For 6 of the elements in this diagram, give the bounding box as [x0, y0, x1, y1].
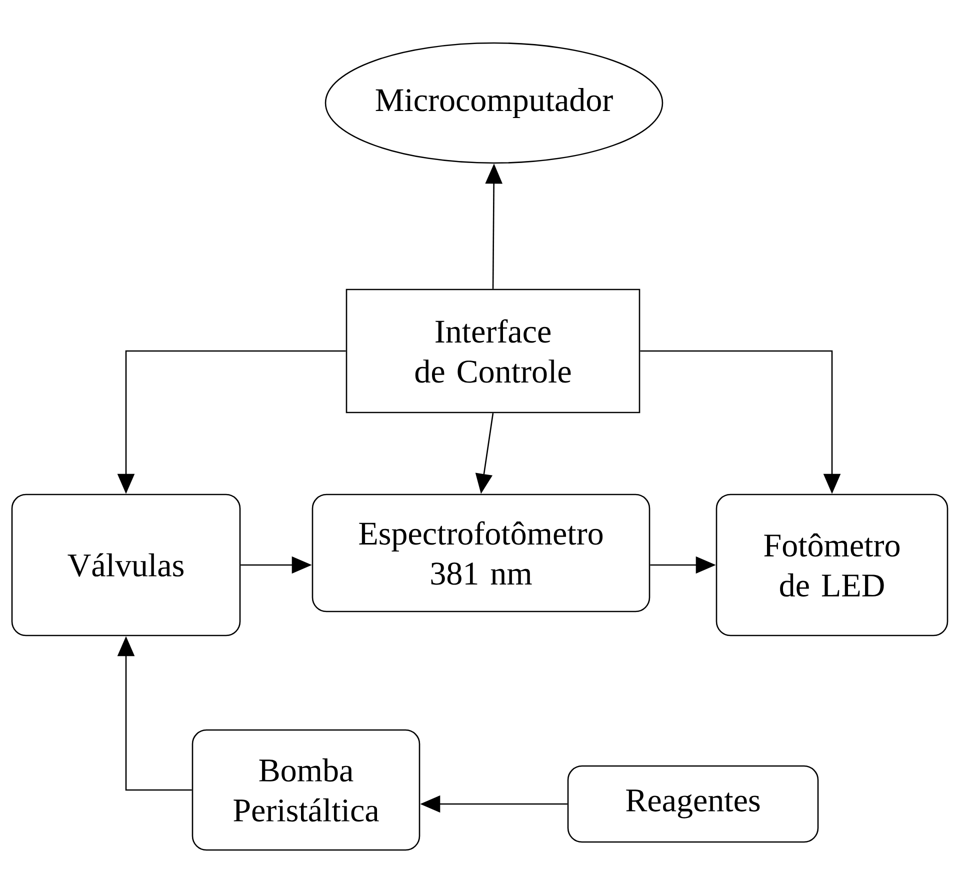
process-box: Interface de Controle [346, 288, 640, 414]
process-box: Reagentes [567, 765, 819, 843]
process-box: Espectrofotômetro 381 nm [312, 494, 650, 612]
process-box: Válvulas [11, 494, 241, 636]
process-box: Bomba Peristáltica [192, 729, 420, 851]
process-box: Fotômetro de LED [716, 494, 948, 636]
